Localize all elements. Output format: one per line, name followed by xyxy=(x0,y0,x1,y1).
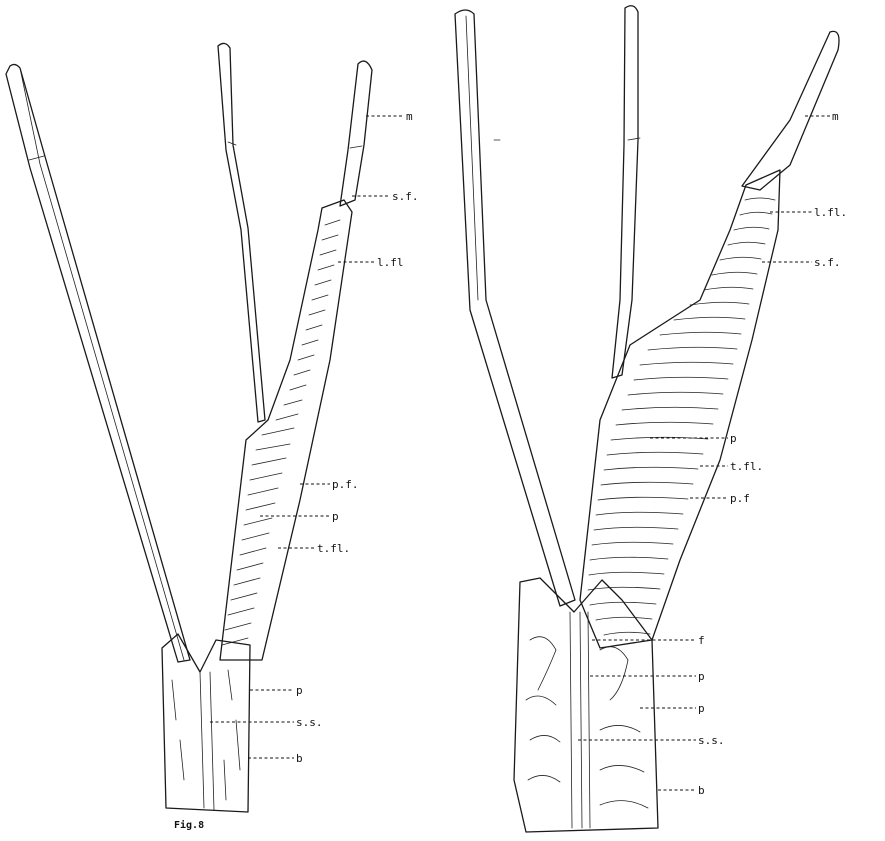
left-right-leaf-tip xyxy=(340,61,372,206)
right-label-p3: p xyxy=(698,702,705,715)
left-drawing xyxy=(6,43,372,812)
right-label-m: m xyxy=(832,110,839,123)
left-annotations: m s.f. l.fl p.f. p t.fl. p s.s. b Fig.8 xyxy=(174,110,419,831)
right-middle-leaf xyxy=(612,6,638,378)
figure-caption: Fig.8 xyxy=(174,819,204,831)
left-label-b: b xyxy=(296,752,303,765)
right-label-p2: p xyxy=(698,670,705,683)
right-base-texture xyxy=(526,637,648,808)
left-label-sf: s.f. xyxy=(392,190,419,203)
left-base-block xyxy=(162,634,250,812)
left-label-lfl: l.fl xyxy=(377,256,404,269)
right-hatching xyxy=(588,198,775,635)
right-label-lfl: l.fl. xyxy=(814,206,847,219)
left-label-p1: p xyxy=(332,510,339,523)
left-label-tfl: t.fl. xyxy=(317,542,350,555)
right-left-leaf xyxy=(455,10,575,606)
right-label-sf: s.f. xyxy=(814,256,841,269)
right-flower-sheath xyxy=(580,170,780,648)
right-label-tfl: t.fl. xyxy=(730,460,763,473)
right-label-b: b xyxy=(698,784,705,797)
right-label-p1: p xyxy=(730,432,737,445)
left-label-m: m xyxy=(406,110,413,123)
right-label-f: f xyxy=(698,634,705,647)
left-label-pf: p.f. xyxy=(332,478,359,491)
right-label-pf: p.f xyxy=(730,492,750,505)
right-right-leaf-tip xyxy=(742,31,839,190)
left-label-ss: s.s. xyxy=(296,716,323,729)
left-label-p2: p xyxy=(296,684,303,697)
right-base-block xyxy=(514,578,658,832)
right-label-ss: s.s. xyxy=(698,734,725,747)
left-middle-leaf xyxy=(218,43,265,422)
